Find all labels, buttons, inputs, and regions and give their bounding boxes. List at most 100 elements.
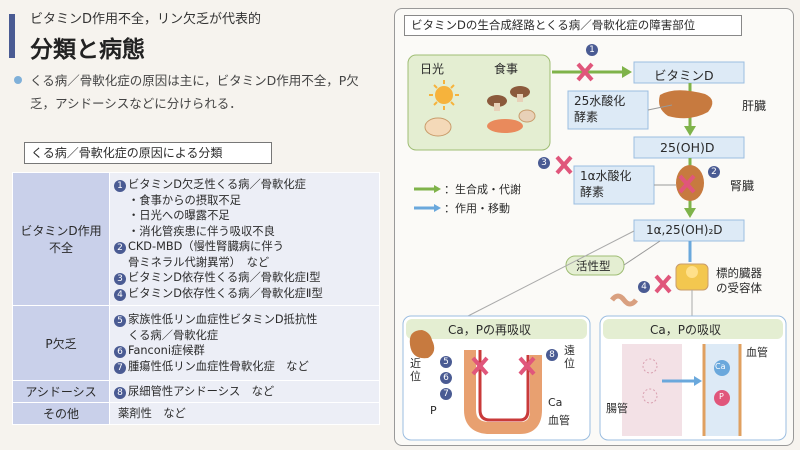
- cause-text: ビタミンD依存性くる病／骨軟化症Ⅱ型: [128, 286, 323, 300]
- marker-8-icon: 8: [114, 386, 126, 399]
- row-head: その他: [12, 402, 110, 425]
- row-head: P欠乏: [12, 305, 110, 381]
- ca-ion-icon: [714, 360, 730, 376]
- liver-icon: [659, 90, 713, 119]
- page-title: 分類と病態: [30, 36, 145, 63]
- gut-region: [622, 344, 682, 436]
- receptor-label: 標的臓器 の受容体: [716, 266, 762, 295]
- arrow-head: [434, 185, 441, 193]
- cause-text: くる病／骨軟化症: [128, 328, 219, 342]
- marker-8-icon: 8: [546, 349, 558, 361]
- kidney-label: 腎臓: [730, 179, 755, 193]
- table-title: くる病／骨軟化症の原因による分類: [24, 142, 272, 164]
- ca-reabsorb-label: Ca: [548, 396, 563, 409]
- block-cross-icon: [518, 356, 536, 376]
- cause-text: Fanconi症候群: [128, 344, 205, 357]
- ca-ion-label: Ca: [715, 362, 726, 371]
- cause-text: ビタミンD依存性くる病／骨軟化症Ⅰ型: [128, 271, 321, 284]
- bullet-dot-icon: [14, 76, 22, 84]
- marker-4-icon: 4: [114, 288, 126, 301]
- active-form-label: 活性型: [576, 259, 611, 273]
- reabsorption-panel: [402, 315, 591, 441]
- marker-6-icon: 6: [114, 346, 126, 358]
- vitamin-d-label: ビタミンD: [654, 68, 714, 83]
- food-label: 食事: [494, 62, 519, 76]
- diagram-title: ビタミンDの生合成経路とくる病／骨軟化症の障害部位: [404, 15, 742, 36]
- block-cross-icon: [678, 174, 696, 194]
- marker-4-icon: 4: [638, 281, 650, 293]
- leader-line: [623, 240, 661, 266]
- receptor-ligand: [686, 266, 698, 278]
- block-cross-icon: [471, 356, 489, 376]
- enzyme25-box: [567, 90, 649, 130]
- cause-bullet: ・日光への曝露不足: [128, 209, 230, 222]
- absorption-title-bg: [603, 319, 783, 339]
- marker-1-icon: 1: [114, 180, 126, 192]
- reabsorption-title-bg: [406, 319, 587, 339]
- vessel-label-left: 血管: [548, 414, 570, 427]
- vessel-label-right: 血管: [746, 346, 768, 359]
- ca-ghost: [642, 358, 658, 374]
- marker-6-icon: 6: [440, 372, 452, 384]
- cause-text: 骨ミネラル代謝異常） など: [128, 255, 270, 269]
- arrow-head: [684, 126, 696, 136]
- p-ion-label: P: [719, 392, 724, 401]
- nephron-tubule: [464, 350, 542, 434]
- arrow-head: [694, 376, 702, 386]
- marker-2-icon: 2: [114, 242, 126, 254]
- block-cross-icon: [576, 62, 594, 82]
- gut-label: 腸管: [606, 402, 628, 415]
- absorption-title: Ca，Pの吸収: [650, 323, 721, 337]
- cause-text: ビタミンD欠乏性くる病／骨軟化症: [128, 178, 306, 191]
- p-ion-icon: [714, 390, 730, 406]
- baby-icon: [424, 117, 452, 137]
- cause-text: 薬剤性 など: [118, 406, 186, 420]
- enzyme25-label: 25水酸化 酵素: [574, 94, 626, 124]
- distal-label: 遠位: [564, 344, 575, 370]
- p-reabsorb-label: P: [430, 404, 437, 417]
- marker-3-icon: 3: [114, 273, 126, 285]
- block-cross-icon: [654, 274, 672, 294]
- table-row: その他 薬剤性 など: [12, 402, 380, 425]
- intestine-icon: [610, 293, 638, 307]
- liver-label: 肝臓: [742, 99, 767, 113]
- row-head: ビタミンD作用不全: [12, 172, 110, 306]
- leader-line: [647, 104, 673, 111]
- cause-text: 家族性低リン血症性ビタミンD抵抗性: [128, 313, 318, 326]
- subtitle: ビタミンD作用不全，リン欠乏が代表的: [30, 12, 262, 27]
- marker-7-icon: 7: [114, 361, 126, 374]
- arrow-head: [434, 204, 441, 212]
- arrow-head: [622, 66, 632, 78]
- row-content: 薬剤性 など: [109, 402, 380, 425]
- proximal-label: 近位: [410, 357, 421, 383]
- block-cross-icon: [555, 155, 573, 175]
- marker-7-icon: 7: [440, 388, 452, 400]
- cause-text: 尿細管性アシドーシス など: [128, 384, 275, 398]
- marker-5-icon: 5: [440, 356, 452, 368]
- legend-action-label: ：作用・移動: [444, 202, 510, 215]
- marker-3-icon: 3: [538, 157, 550, 169]
- enzyme1a-label: 1α水酸化 酵素: [580, 169, 632, 199]
- arrow-head: [684, 208, 696, 218]
- kidney-small-icon: [409, 330, 435, 359]
- enzyme1a-box: [573, 165, 655, 205]
- marker-2-icon: 2: [708, 166, 720, 178]
- cause-bullet: ・消化管疾患に伴う吸収不良: [128, 224, 275, 238]
- active-d-label: 1α,25(OH)₂D: [646, 223, 723, 237]
- legend-synth-label: ：生合成・代謝: [444, 183, 521, 196]
- food-icon: [487, 86, 536, 133]
- cause-text: 腫瘍性低リン血症性骨軟化症 など: [128, 359, 309, 373]
- ohd25-label: 25(OH)D: [660, 140, 715, 155]
- reabsorption-title: Ca，Pの再吸収: [448, 323, 531, 337]
- p-ghost: [642, 388, 658, 404]
- sun-icon: [429, 80, 459, 110]
- cause-bullet: ・食事からの摂取不足: [128, 193, 241, 207]
- title-accent-bar: [9, 14, 15, 58]
